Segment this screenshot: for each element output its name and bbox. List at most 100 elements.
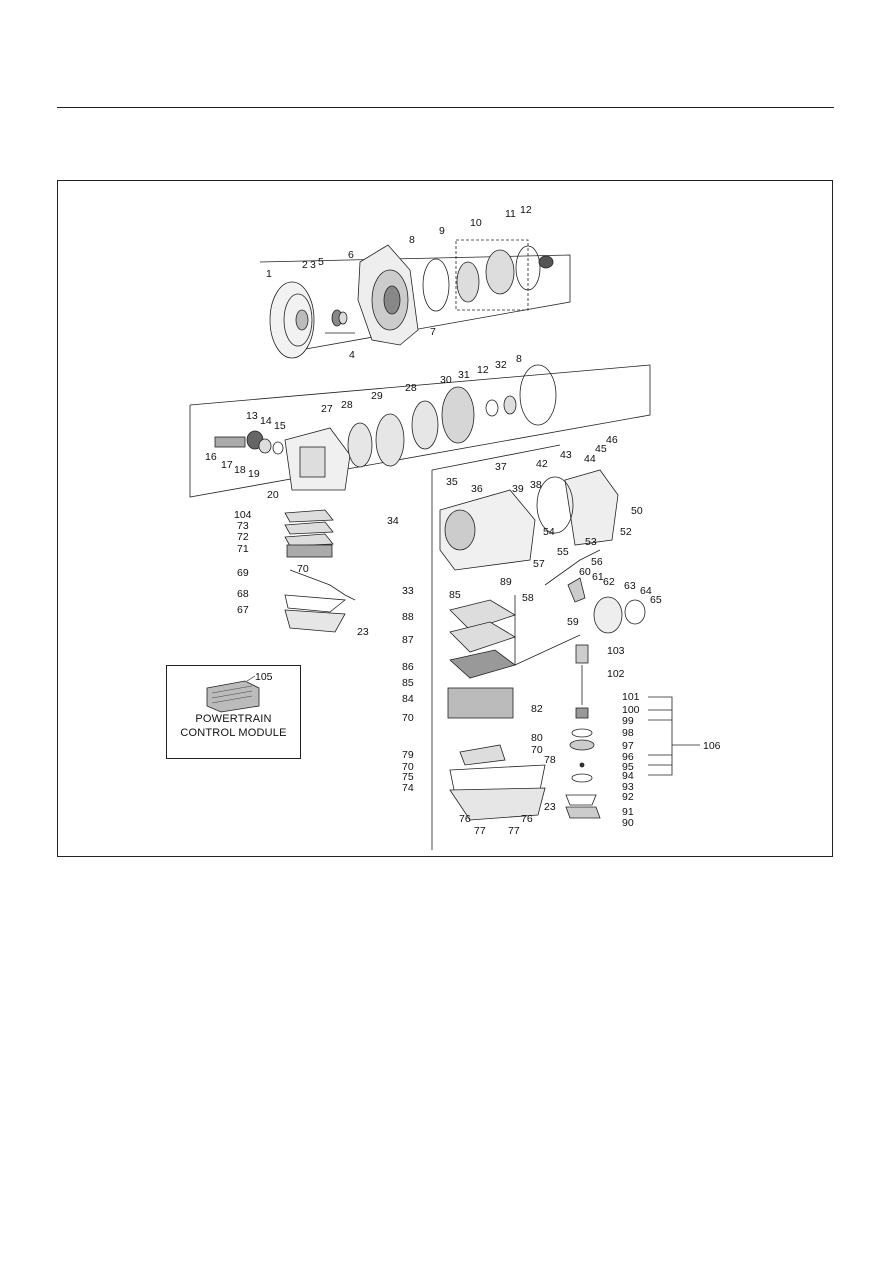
upper-plane-outline	[259, 254, 571, 351]
callout-4: 4	[349, 349, 355, 361]
callout-31: 31	[458, 369, 470, 381]
callout-57: 57	[533, 558, 545, 570]
callout-74: 74	[402, 782, 414, 794]
callout-78: 78	[544, 754, 556, 766]
seal-ring-part	[538, 255, 554, 269]
callout-16: 16	[205, 451, 217, 463]
callout-64: 64	[640, 585, 652, 597]
pcm-label-line2: CONTROL MODULE	[180, 727, 287, 739]
callout-79: 79	[402, 749, 414, 761]
callout-23-lower: 23	[544, 801, 556, 813]
callout-90: 90	[622, 817, 634, 829]
figure-frame	[57, 180, 833, 857]
callout-70-right: 70	[531, 744, 543, 756]
callout-17: 17	[221, 459, 233, 471]
transmission-case-part	[439, 489, 536, 571]
callout-59: 59	[567, 616, 579, 628]
callout-86: 86	[402, 661, 414, 673]
callout-29: 29	[371, 390, 383, 402]
filter-part	[459, 744, 506, 766]
callout-97: 97	[622, 740, 634, 752]
callout-35: 35	[446, 476, 458, 488]
bell-housing-part	[357, 244, 419, 346]
callout-77-left: 77	[474, 825, 486, 837]
oil-pan-right	[449, 764, 546, 821]
oil-pan-left	[284, 594, 347, 633]
callout-30: 30	[440, 374, 452, 386]
callout-55: 55	[557, 546, 569, 558]
wiring-harness	[289, 569, 356, 601]
callout-39: 39	[512, 483, 524, 495]
linkage-rod	[544, 549, 601, 586]
callout-28-left: 28	[341, 399, 353, 411]
callout-60: 60	[579, 566, 591, 578]
extension-housing-part	[536, 469, 619, 546]
callout-54: 54	[543, 526, 555, 538]
callout-43: 43	[560, 449, 572, 461]
callout-18: 18	[234, 464, 246, 476]
valve-plates-left	[284, 509, 334, 558]
callout-28-right: 28	[405, 382, 417, 394]
callout-7: 7	[430, 326, 436, 338]
callout-92: 92	[622, 791, 634, 803]
callout-5: 5	[318, 256, 324, 268]
callout-68: 68	[237, 588, 249, 600]
pcm-module-icon: 105	[206, 671, 273, 713]
callout-65: 65	[650, 594, 662, 606]
callout-12-upper: 12	[520, 204, 532, 216]
callout-11: 11	[505, 208, 516, 220]
valve-plates-right	[449, 599, 516, 679]
callout-76-left: 76	[459, 813, 471, 825]
pump-seal-parts	[325, 309, 355, 334]
callout-91: 91	[622, 806, 634, 818]
callout-93: 93	[622, 781, 634, 793]
servo-parts	[214, 430, 284, 455]
governor-parts	[593, 596, 646, 634]
callout-75: 75	[402, 771, 414, 783]
callout-82: 82	[531, 703, 543, 715]
torque-converter-part	[269, 281, 315, 359]
callout-100: 100	[622, 704, 640, 716]
callout-32: 32	[495, 359, 507, 371]
callout-69: 69	[237, 567, 249, 579]
callout-84: 84	[402, 693, 414, 705]
callout-88: 88	[402, 611, 414, 623]
callout-105: 105	[255, 671, 273, 683]
callout-58: 58	[522, 592, 534, 604]
callout-45: 45	[595, 443, 607, 455]
callout-53: 53	[585, 536, 597, 548]
case-front-part	[284, 427, 351, 491]
callout-20: 20	[267, 489, 279, 501]
callout-61: 61	[592, 571, 604, 583]
callout-99: 99	[622, 715, 634, 727]
callout-42: 42	[536, 458, 548, 470]
callout-85-upper: 85	[449, 589, 461, 601]
callout-12-middle: 12	[477, 364, 489, 376]
callout-70-upper: 70	[297, 563, 309, 575]
callout-98: 98	[622, 727, 634, 739]
callout-87: 87	[402, 634, 414, 646]
callout-10: 10	[470, 217, 482, 229]
callout-52: 52	[620, 526, 632, 538]
callout-14: 14	[260, 415, 272, 427]
callout-13: 13	[246, 410, 258, 422]
callout-95: 95	[622, 761, 634, 773]
callout-8-upper: 8	[409, 234, 415, 246]
callout-77-right: 77	[508, 825, 520, 837]
callout-72: 72	[237, 531, 249, 543]
callout-71: 71	[237, 543, 249, 555]
callout-1: 1	[266, 268, 272, 280]
callout-33: 33	[402, 585, 414, 597]
callout-101: 101	[622, 691, 640, 703]
callout-36: 36	[471, 483, 483, 495]
callout-3: 3	[310, 259, 316, 271]
callout-44: 44	[584, 453, 596, 465]
pcm-label-line1: POWERTRAIN	[195, 713, 272, 725]
callout-2: 2	[302, 259, 308, 271]
middle-plane-outline	[189, 364, 651, 498]
callout-37: 37	[495, 461, 507, 473]
callout-76-right: 76	[521, 813, 533, 825]
callout-94: 94	[622, 770, 634, 782]
callout-62: 62	[603, 576, 615, 588]
